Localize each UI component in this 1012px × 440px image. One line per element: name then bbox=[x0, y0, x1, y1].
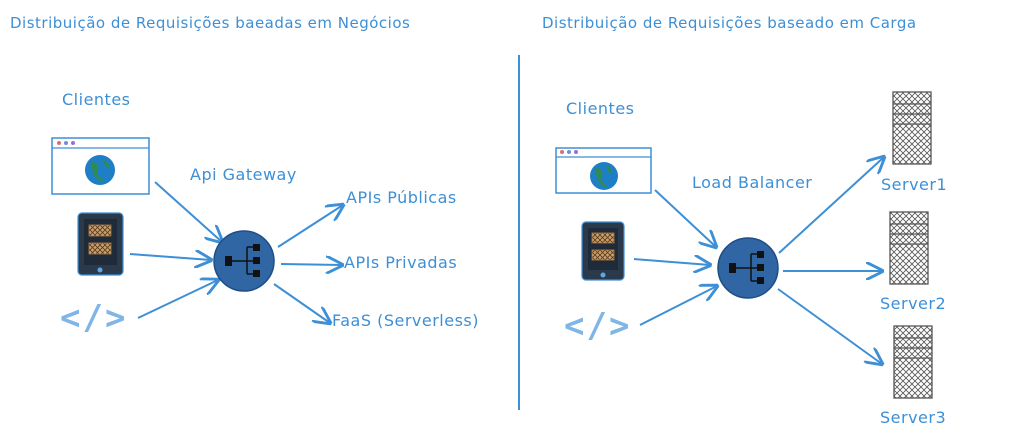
target-label-public-apis: APIs Públicas bbox=[346, 188, 457, 207]
left-clients-label: Clientes bbox=[62, 90, 131, 109]
api-gateway-hub-icon bbox=[213, 230, 275, 292]
mobile-phone-icon bbox=[77, 212, 124, 276]
target-label-faas: FaaS (Serverless) bbox=[332, 311, 479, 330]
server-icon bbox=[892, 91, 932, 165]
load-balancer-label: Load Balancer bbox=[692, 173, 813, 192]
server-icon bbox=[893, 325, 933, 399]
load-balancer-hub-icon bbox=[717, 237, 779, 299]
right-clients-label: Clientes bbox=[566, 99, 635, 118]
browser-window-icon bbox=[51, 137, 150, 195]
mobile-phone-icon bbox=[581, 221, 625, 281]
server-label-3: Server3 bbox=[880, 408, 947, 427]
right-diagram-title: Distribuição de Requisições baseado em C… bbox=[542, 14, 917, 32]
left-diagram-title: Distribuição de Requisições baeadas em N… bbox=[10, 14, 411, 32]
server-label-1: Server1 bbox=[881, 175, 948, 194]
globe-icon bbox=[590, 162, 618, 190]
server-label-2: Server2 bbox=[880, 294, 947, 313]
code-icon: </> bbox=[60, 298, 128, 338]
globe-icon bbox=[85, 155, 115, 185]
browser-window-icon bbox=[555, 147, 652, 194]
server-icon bbox=[889, 211, 929, 285]
api-gateway-label: Api Gateway bbox=[190, 165, 297, 184]
target-label-private-apis: APIs Privadas bbox=[344, 253, 458, 272]
code-icon: </> bbox=[564, 306, 632, 346]
